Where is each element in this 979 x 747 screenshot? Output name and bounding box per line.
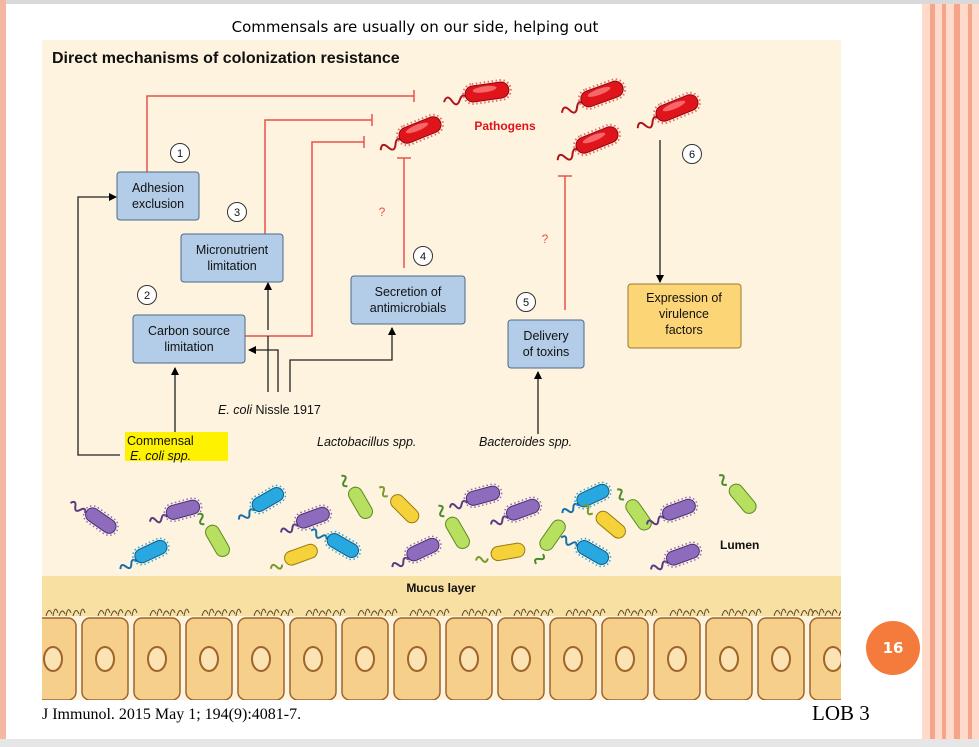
inhibition-lines (146, 90, 572, 337)
frame-top-border (0, 0, 979, 4)
pathogens-label: Pathogens (474, 119, 536, 133)
mechanism-number-1: 1 (170, 143, 190, 163)
label-lactobacillus: Lactobacillus spp. (317, 435, 416, 449)
label-ecoli-nissle: E. coli Nissle 1917 (218, 403, 321, 417)
colonization-resistance-figure: Direct mechanisms of colonization resist… (42, 40, 841, 700)
right-decorative-stripes (922, 4, 979, 739)
citation-text: J Immunol. 2015 May 1; 194(9):4081-7. (42, 706, 302, 723)
mechanism-number-3: 3 (227, 202, 247, 222)
label-commensal: Commensal (127, 434, 194, 448)
svg-text:Adhesion: Adhesion (132, 181, 184, 195)
mechanism-number-6: 6 (682, 144, 702, 164)
label-commensal-ecoli: E. coli spp. (130, 449, 191, 463)
svg-text:limitation: limitation (207, 259, 256, 273)
svg-text:limitation: limitation (164, 340, 213, 354)
svg-text:antimicrobials: antimicrobials (370, 301, 446, 315)
frame-left-border (0, 0, 6, 747)
mechanism-number-4: 4 (413, 246, 433, 266)
svg-text:virulence: virulence (659, 307, 709, 321)
svg-text:Delivery: Delivery (523, 329, 569, 343)
mucus-layer-label: Mucus layer (406, 581, 476, 595)
svg-text:2: 2 (144, 290, 150, 302)
svg-text:Micronutrient: Micronutrient (196, 243, 269, 257)
question-mark-4: ? (379, 205, 386, 219)
mechanism-number-2: 2 (137, 285, 157, 305)
slide-title: Commensals are usually on our side, help… (231, 18, 599, 36)
svg-text:4: 4 (420, 251, 426, 263)
svg-text:5: 5 (523, 297, 529, 309)
box-expression-of-virulence-factors: Expression of virulence factors (627, 283, 742, 349)
box-carbon-source-limitation: Carbon source limitation (132, 314, 246, 364)
mechanism-number-5: 5 (516, 292, 536, 312)
svg-text:of toxins: of toxins (523, 345, 570, 359)
box-secretion-of-antimicrobials: Secretion of antimicrobials (350, 275, 466, 325)
lob-label: LOB 3 (812, 701, 870, 725)
commensal-highlight (125, 432, 228, 461)
svg-text:Expression of: Expression of (646, 291, 722, 305)
svg-text:1: 1 (177, 148, 183, 160)
svg-text:6: 6 (689, 149, 695, 161)
box-micronutrient-limitation: Micronutrient limitation (180, 233, 284, 283)
frame-bottom-border (0, 739, 979, 747)
mucus-layer (42, 576, 841, 616)
label-bacteroides: Bacteroides spp. (479, 435, 572, 449)
svg-text:Secretion of: Secretion of (375, 285, 442, 299)
svg-text:3: 3 (234, 207, 240, 219)
box-adhesion-exclusion: Adhesion exclusion (116, 171, 200, 221)
activation-arrows (77, 140, 664, 456)
svg-text:Carbon source: Carbon source (148, 324, 230, 338)
page-number-badge: 16 (866, 621, 920, 675)
svg-text:exclusion: exclusion (132, 197, 184, 211)
lumen-label: Lumen (720, 538, 759, 552)
svg-text:factors: factors (665, 323, 703, 337)
question-mark-5: ? (542, 232, 549, 246)
box-delivery-of-toxins: Delivery of toxins (507, 319, 585, 369)
figure-title: Direct mechanisms of colonization resist… (52, 50, 400, 67)
